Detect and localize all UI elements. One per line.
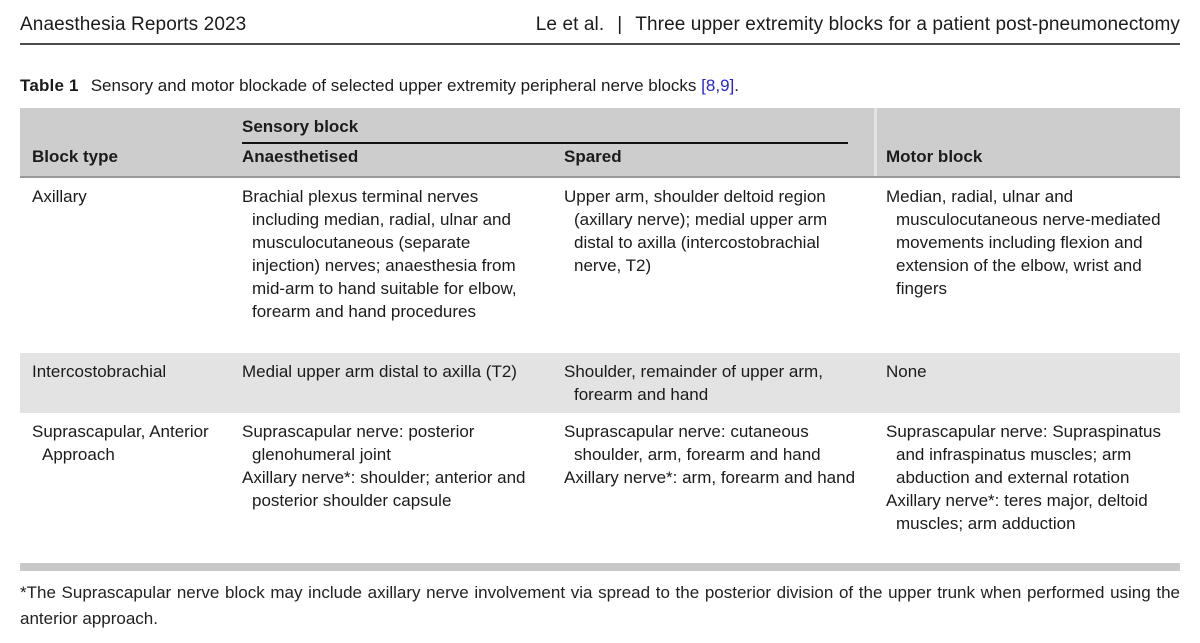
cell-spared: Shoulder, remainder of upper arm, forear… xyxy=(552,353,874,413)
cell-motor-block: None xyxy=(874,353,1180,413)
caption-period: . xyxy=(734,76,739,95)
cell-text: Axillary xyxy=(32,187,87,206)
cell-block-type: Suprascapular, Anterior Approach xyxy=(20,413,230,563)
table-row-intercostobrachial: Intercostobrachial Medial upper arm dist… xyxy=(20,353,1180,413)
table-caption-label: Table 1 xyxy=(20,76,79,95)
header-column-divider xyxy=(874,108,877,176)
table-header: Sensory block Block type Anaesthetised S… xyxy=(20,108,1180,178)
cell-anaesthetised: Medial upper arm distal to axilla (T2) xyxy=(230,353,552,413)
cell-text: Median, radial, ulnar and musculocutaneo… xyxy=(886,187,1161,298)
journal-name: Anaesthesia Reports 2023 xyxy=(20,14,247,35)
table-bottom-rule xyxy=(20,563,1180,571)
running-head-rule xyxy=(20,43,1180,45)
article-authors: Le et al. xyxy=(535,14,605,35)
sensory-span-rule xyxy=(242,142,848,144)
cell-text: Shoulder, remainder of upper arm, forear… xyxy=(564,362,823,404)
cell-text: Suprascapular nerve: posterior glenohume… xyxy=(242,422,475,464)
article-title: Three upper extremity blocks for a patie… xyxy=(635,14,1180,35)
table-row-axillary: Axillary Brachial plexus terminal nerves… xyxy=(20,178,1180,353)
cell-text: Upper arm, shoulder deltoid region (axil… xyxy=(564,187,828,275)
cell-text: Medial upper arm distal to axilla (T2) xyxy=(242,362,517,381)
table-row-suprascapular: Suprascapular, Anterior Approach Suprasc… xyxy=(20,413,1180,563)
cell-motor-block: Median, radial, ulnar and musculocutaneo… xyxy=(874,178,1180,353)
cell-text: Suprascapular nerve: Supraspinatus and i… xyxy=(886,422,1161,487)
cell-spared: Upper arm, shoulder deltoid region (axil… xyxy=(552,178,874,353)
table-caption: Table 1 Sensory and motor blockade of sel… xyxy=(20,76,1180,96)
cell-text: Suprascapular, Anterior Approach xyxy=(32,422,209,464)
cell-motor-block: Suprascapular nerve: Supraspinatus and i… xyxy=(874,413,1180,563)
table-1: Sensory block Block type Anaesthetised S… xyxy=(20,108,1180,571)
cell-block-type: Intercostobrachial xyxy=(20,353,230,413)
cell-text: None xyxy=(886,362,927,381)
col-header-anaesthetised: Anaesthetised xyxy=(242,147,359,166)
cell-anaesthetised: Suprascapular nerve: posterior glenohume… xyxy=(230,413,552,563)
col-header-spared: Spared xyxy=(564,147,622,166)
cell-text: Brachial plexus terminal nerves includin… xyxy=(242,187,517,321)
table-caption-text: Sensory and motor blockade of selected u… xyxy=(90,76,697,95)
col-header-motor-block: Motor block xyxy=(886,147,983,166)
cell-block-type: Axillary xyxy=(20,178,230,353)
cell-spared: Suprascapular nerve: cutaneous shoulder,… xyxy=(552,413,874,563)
cell-text: Suprascapular nerve: cutaneous shoulder,… xyxy=(564,422,821,464)
cell-text: Axillary nerve*: teres major, deltoid mu… xyxy=(886,491,1148,533)
cell-anaesthetised: Brachial plexus terminal nerves includin… xyxy=(230,178,552,353)
table-footnote: *The Suprascapular nerve block may inclu… xyxy=(20,583,1180,628)
running-head: Anaesthesia Reports 2023 Le et al. | Three… xyxy=(20,14,1180,36)
cell-text: Intercostobrachial xyxy=(32,362,167,381)
cell-text: Axillary nerve*: arm, forearm and hand xyxy=(564,468,856,487)
sensory-block-span-header: Sensory block xyxy=(242,117,359,136)
cell-text: Axillary nerve*: shoulder; anterior and … xyxy=(242,468,526,510)
running-head-right: Le et al. | Three upper extremity blocks f… xyxy=(536,14,1180,36)
col-header-block-type: Block type xyxy=(32,147,118,166)
separator-bar: | xyxy=(617,14,623,35)
citation-link[interactable]: [8,9] xyxy=(701,76,735,95)
